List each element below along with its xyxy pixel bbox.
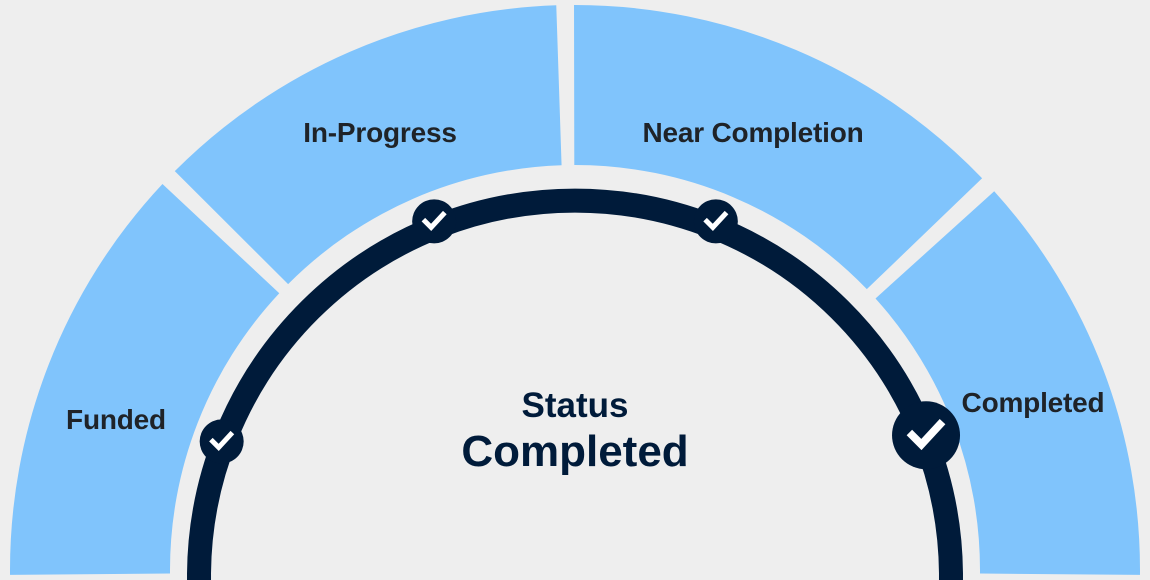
segment-in-progress	[174, 5, 562, 285]
segment-near-completion	[574, 5, 983, 290]
status-title: Status	[521, 386, 629, 425]
segment-label-funded: Funded	[66, 404, 166, 435]
segment-label-in-progress: In-Progress	[303, 117, 457, 148]
check-icon	[703, 210, 729, 231]
check-marker-in-progress	[412, 199, 457, 244]
segment-completed	[875, 191, 1140, 575]
check-icon	[906, 418, 946, 451]
check-marker-completed	[892, 401, 961, 470]
check-marker-near-completion	[693, 199, 738, 244]
gauge-segments	[10, 5, 1140, 575]
segment-funded	[10, 183, 280, 575]
status-value: Completed	[461, 427, 689, 476]
milestone-markers	[199, 199, 961, 470]
check-marker-funded	[199, 419, 244, 464]
check-icon	[421, 210, 447, 231]
check-icon	[209, 430, 235, 452]
status-readout: Status Completed	[461, 386, 688, 478]
segment-label-completed: Completed	[961, 387, 1105, 418]
segment-label-near-completion: Near Completion	[642, 117, 864, 148]
